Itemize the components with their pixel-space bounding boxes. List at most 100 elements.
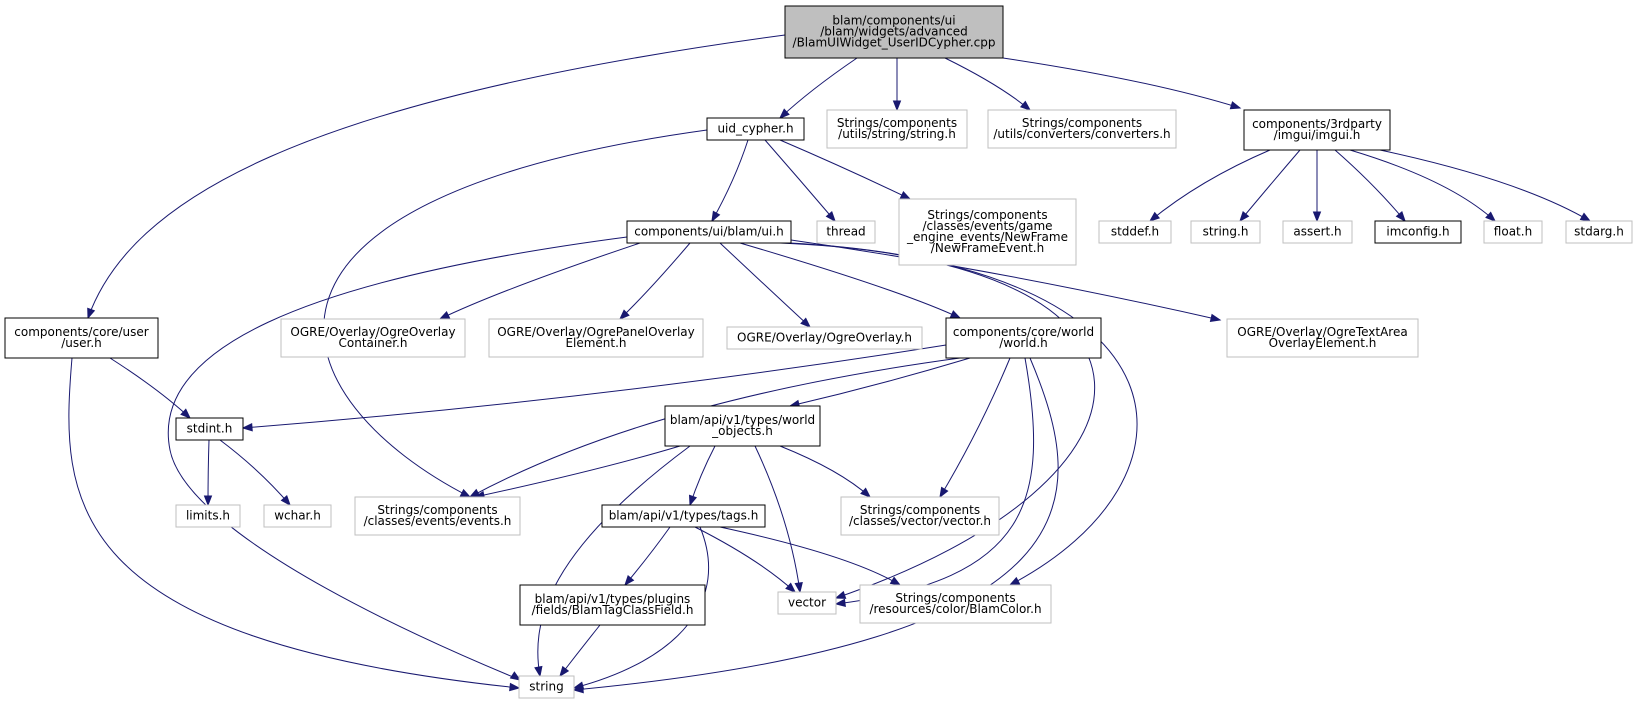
edge-uid_cypher_h-to-thread — [764, 139, 836, 223]
edge-ui_h-to-textarea_h — [790, 239, 1222, 323]
node-thread: thread — [816, 220, 876, 244]
node-ogre-overlay-h: OGRE/Overlay/OgreOverlay.h — [726, 326, 923, 350]
edge-imgui_h-to-float_h — [1349, 149, 1497, 222]
node-label-line: blam/api/v1/types/world — [670, 413, 815, 427]
node-label-line: blam/components/ui — [832, 14, 955, 28]
node-label-line: _objects.h — [711, 424, 773, 438]
node-box — [1226, 318, 1419, 358]
node-label-line: imconfig.h — [1386, 225, 1449, 239]
edge-root-to-converters_h — [944, 57, 1032, 111]
node-label-line: Strings/components — [837, 116, 957, 130]
node-float-h: float.h — [1483, 220, 1543, 244]
node-imgui-h[interactable]: components/3rdparty/imgui/imgui.h — [1243, 109, 1391, 151]
node-world-h[interactable]: components/core/world/world.h — [945, 317, 1102, 359]
node-label-line: OverlayElement.h — [1269, 336, 1377, 350]
node-box — [816, 220, 876, 244]
node-box — [488, 318, 704, 358]
node-string-h: string.h — [1190, 220, 1261, 244]
node-box — [1098, 220, 1172, 244]
node-user-h[interactable]: components/core/user/user.h — [4, 317, 159, 359]
node-label-line: wchar.h — [274, 509, 321, 523]
node-label-line: /fields/BlamTagClassField.h — [532, 603, 694, 617]
node-limits-h: limits.h — [175, 504, 241, 528]
node-box — [777, 591, 837, 615]
node-label-line: /classes/events/game — [922, 219, 1052, 233]
node-stdarg-h: stdarg.h — [1565, 220, 1633, 244]
edge-world_objects_h-to-vector_h — [779, 445, 872, 498]
node-imconfig-h[interactable]: imconfig.h — [1374, 220, 1462, 244]
node-events-h: Strings/components/classes/events/events… — [354, 496, 521, 536]
edge-world_h-to-vector_h — [939, 357, 1011, 499]
node-box — [280, 318, 466, 358]
edge-imgui_h-to-assert_h — [1312, 150, 1322, 223]
node-ui-h[interactable]: components/ui/blam/ui.h — [626, 220, 792, 244]
edge-user_h-to-stdint_h — [109, 357, 192, 419]
node-label-line: components/core/world — [953, 325, 1094, 339]
edge-imgui_h-to-stddef_h — [1148, 149, 1271, 222]
node-box — [263, 504, 332, 528]
node-label-line: Strings/components — [895, 591, 1015, 605]
edge-root-to-uid_cypher_h — [778, 57, 858, 119]
node-box — [626, 220, 792, 244]
node-label-line: uid_cypher.h — [717, 122, 793, 136]
node-box — [664, 405, 821, 447]
edge-world_h-to-vector — [834, 357, 1034, 608]
edge-ui_h-to-ogre_overlay_h — [719, 242, 812, 328]
node-label-line: /classes/events/events.h — [364, 514, 512, 528]
edge-world_objects_h-to-string — [534, 445, 691, 678]
node-label-line: blam/api/v1/types/tags.h — [609, 509, 759, 523]
node-uid-cypher-h[interactable]: uid_cypher.h — [706, 117, 805, 141]
node-root[interactable]: blam/components/ui/blam/widgets/advanced… — [784, 5, 1004, 59]
node-stdint-h[interactable]: stdint.h — [175, 417, 244, 441]
node-box — [840, 496, 1000, 536]
node-box — [175, 504, 241, 528]
edge-root-to-user_h — [87, 34, 786, 320]
edge-world_h-to-stdint_h — [241, 344, 947, 432]
node-world-objects-h[interactable]: blam/api/v1/types/world_objects.h — [664, 405, 821, 447]
node-box — [1243, 109, 1391, 151]
node-box — [519, 584, 706, 626]
edge-stdint_h-to-wchar_h — [219, 439, 291, 507]
node-label-line: Container.h — [339, 336, 408, 350]
node-converters-h: Strings/components/utils/converters/conv… — [987, 109, 1177, 149]
node-box — [706, 117, 805, 141]
edge-tags_h-to-vector — [694, 526, 797, 593]
node-box — [518, 675, 575, 699]
node-label-line: /user.h — [61, 336, 102, 350]
node-tags-h[interactable]: blam/api/v1/types/tags.h — [601, 504, 766, 528]
node-box — [784, 5, 1004, 59]
node-label-line: components/ui/blam/ui.h — [634, 225, 784, 239]
node-wchar-h: wchar.h — [263, 504, 332, 528]
node-label-line: components/core/user — [14, 325, 148, 339]
node-string-h-ext: Strings/components/utils/string/string.h — [826, 109, 968, 149]
graph-nodes: blam/components/ui/blam/widgets/advanced… — [4, 5, 1633, 699]
node-label-line: stddef.h — [1111, 225, 1159, 239]
node-label-line: /world.h — [999, 336, 1048, 350]
node-box — [175, 417, 244, 441]
edge-tagclassfield_h-to-string — [559, 624, 601, 678]
edge-world_objects_h-to-vector — [754, 445, 803, 594]
edge-imgui_h-to-imconfig_h — [1334, 149, 1406, 223]
node-label-line: /imgui/imgui.h — [1274, 128, 1361, 142]
node-box — [826, 109, 968, 149]
node-label-line: OGRE/Overlay/OgreOverlay — [290, 325, 455, 339]
node-string: string — [518, 675, 575, 699]
node-label-line: /utils/string/string.h — [838, 127, 956, 141]
node-label-line: stdarg.h — [1574, 225, 1624, 239]
node-box — [1374, 220, 1462, 244]
edge-stdint_h-to-limits_h — [203, 439, 213, 507]
node-box — [1282, 220, 1353, 244]
node-box — [601, 504, 766, 528]
node-label-line: OGRE/Overlay/OgreOverlay.h — [737, 331, 912, 345]
node-tagclassfield-h[interactable]: blam/api/v1/types/plugins/fields/BlamTag… — [519, 584, 706, 626]
node-label-line: Element.h — [565, 336, 626, 350]
node-textarea-h: OGRE/Overlay/OgreTextAreaOverlayElement.… — [1226, 318, 1419, 358]
node-label-line: /blam/widgets/advanced — [820, 25, 967, 39]
node-label-line: /utils/converters/converters.h — [993, 127, 1170, 141]
node-label-line: assert.h — [1293, 225, 1341, 239]
edge-world_objects_h-to-events_h — [473, 445, 681, 500]
node-box — [945, 317, 1102, 359]
node-label-line: string.h — [1203, 225, 1249, 239]
node-label-line: thread — [826, 225, 865, 239]
